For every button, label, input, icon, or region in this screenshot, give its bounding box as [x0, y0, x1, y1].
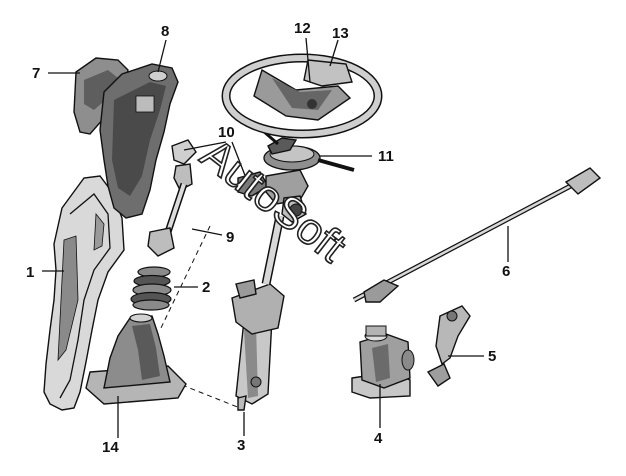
callout-9: 9 — [226, 229, 234, 246]
callout-2: 2 — [202, 279, 210, 296]
part-11-clock-spring-unit — [261, 128, 355, 172]
callout-1: 1 — [26, 264, 34, 281]
callout-7: 7 — [32, 65, 40, 82]
part-4-steering-gear-box — [351, 325, 415, 399]
part-12-steering-wheel — [221, 53, 383, 139]
dashed-guide-lines — [159, 225, 241, 409]
callout-3: 3 — [237, 437, 245, 454]
callout-6: 6 — [502, 263, 510, 280]
part-9-intermediate-shaft — [147, 139, 197, 257]
part-6-gear-select-rod — [352, 167, 602, 303]
callout-leader-lines — [42, 37, 509, 438]
part-5-link-arm — [426, 305, 471, 387]
part-1-lower-shroud — [43, 175, 125, 411]
part-2-bellows — [130, 266, 172, 311]
callout-10: 10 — [218, 124, 235, 141]
callout-8: 8 — [161, 23, 169, 40]
callout-4: 4 — [374, 430, 383, 447]
callout-5: 5 — [488, 348, 496, 365]
part-3-steering-column — [231, 215, 285, 411]
callout-12: 12 — [294, 20, 311, 37]
part-14-gear-boot — [85, 313, 187, 405]
callout-13: 13 — [332, 25, 349, 42]
callout-labels: 1 2 3 4 5 6 7 8 9 10 11 12 13 14 — [26, 20, 510, 456]
part-7-upper-shroud-cover — [73, 57, 129, 135]
callout-11: 11 — [378, 148, 394, 165]
callout-14: 14 — [102, 439, 119, 456]
part-8-upper-column-housing — [99, 63, 179, 219]
